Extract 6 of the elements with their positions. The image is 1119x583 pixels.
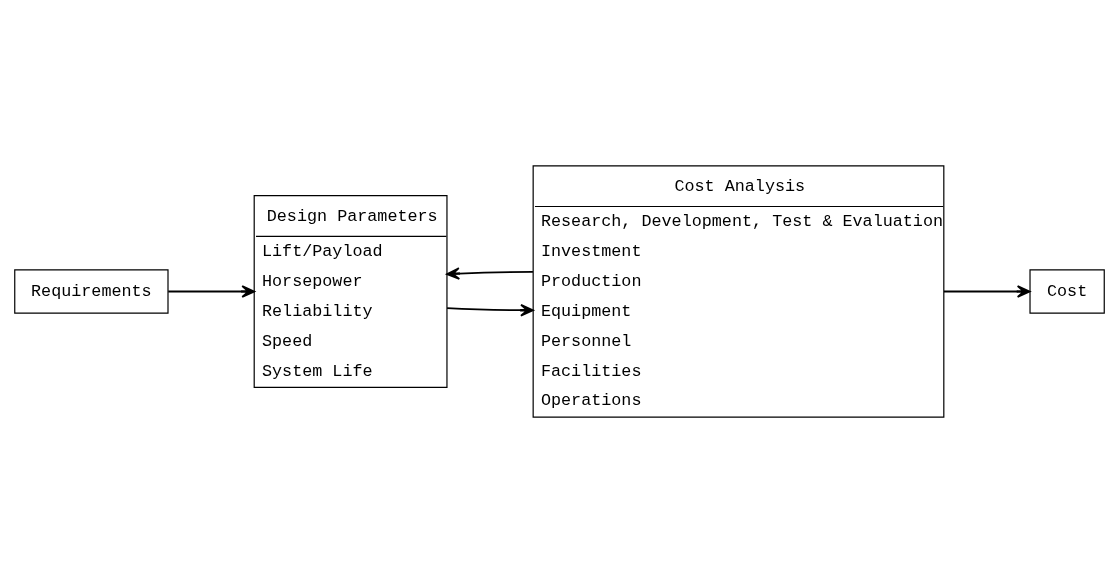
node-box: Requirements	[14, 269, 169, 314]
arrow	[446, 303, 534, 317]
node-box: Cost	[1029, 269, 1105, 314]
arrow	[167, 285, 256, 298]
arrow	[943, 285, 1031, 298]
arrow	[446, 267, 534, 280]
